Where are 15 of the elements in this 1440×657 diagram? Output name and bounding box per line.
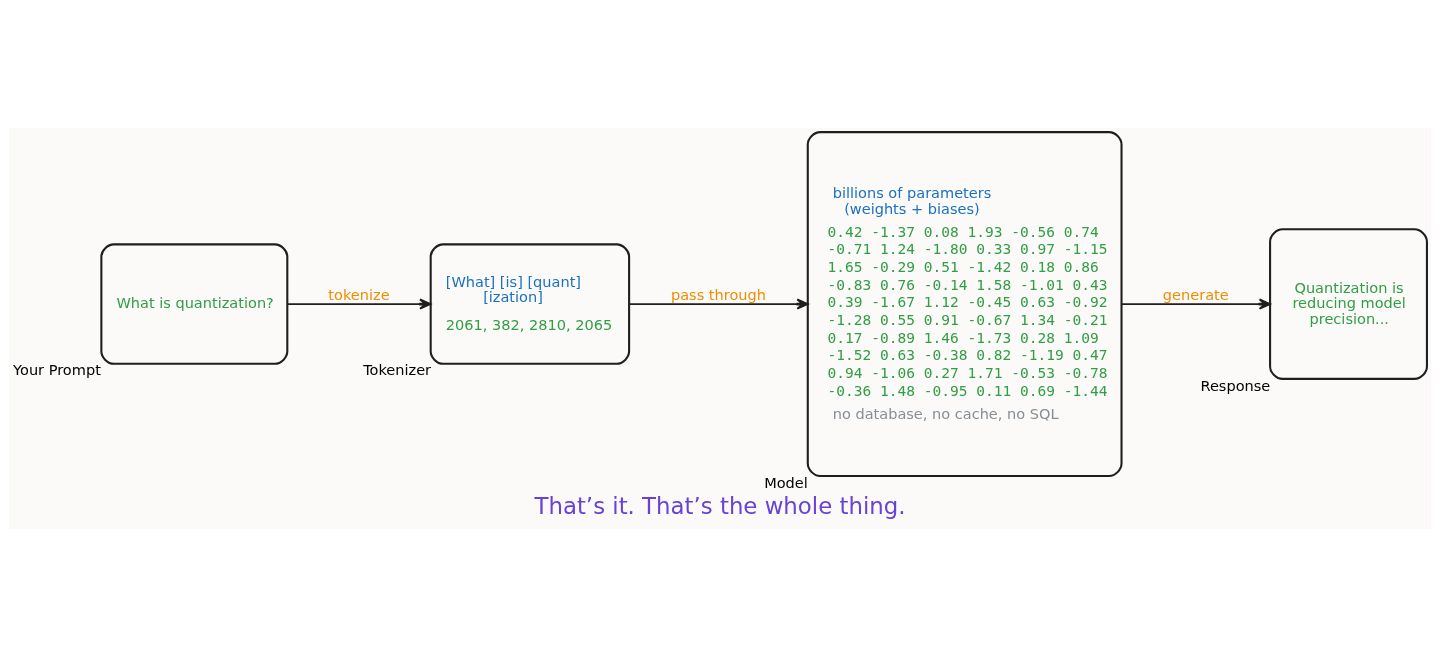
edge-label: tokenize xyxy=(328,287,390,304)
node-label: Response xyxy=(1200,377,1271,394)
node-box: What is quantization? xyxy=(100,243,289,365)
edge-label: pass through xyxy=(670,287,766,304)
node-label: Your Prompt xyxy=(13,362,101,379)
node-label: Tokenizer xyxy=(363,362,432,379)
node-box: [What] [is] [quant] [ization] 2061, 382, 2810, 2065 xyxy=(429,243,631,365)
arrow xyxy=(1120,298,1271,310)
node-box: Quantization is reducing model precision... xyxy=(1269,228,1428,380)
arrow xyxy=(628,298,809,310)
node-box: billions of parameters (weights + biases) 0.42 -1.37 0.08 1.93 -0.56 0.74 -0.71 1.24 -1.80 0.33 0.97 -1.15 1.65 -0.29 0.51 -1.42 0.18 0.86 -0.83 0.76 -0.14 1.58 -1.01 0.43 0.39 -1.67 1.12 -0.45 0.63 -0.92 -1.28 0.55 0.91 -0.67 1.34 -0.21 0.17 -0.89 1.46 -1.73 0.28 1.09 -1.52 0.63 -0.38 0.82 -1.19 0.47 0.94 -1.06 0.27 1.71 -0.53 -0.78 -0.36 1.48 -0.95 0.11 0.69 -1.44 no database, no cache, no SQL xyxy=(806,131,1123,478)
arrow xyxy=(286,298,432,310)
caption: That’s it. That’s the whole thing. xyxy=(534,493,906,520)
edge-label: generate xyxy=(1162,287,1229,304)
node-label: Model xyxy=(764,474,808,491)
